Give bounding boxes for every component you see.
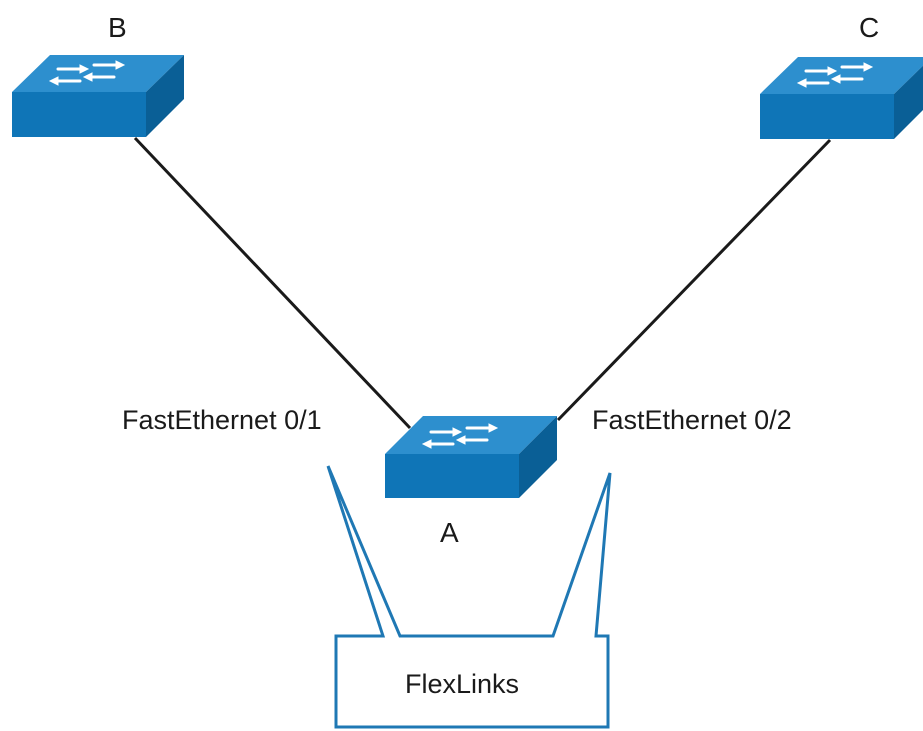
switch-a-icon [385,416,557,498]
flexlinks-label: FlexLinks [405,669,520,699]
link-c-a [556,138,832,422]
link-b-a [133,136,412,430]
switch-a-label: A [440,517,459,548]
switch-b-icon [12,55,184,137]
switch-c-icon [760,57,923,139]
switch-c-label: C [859,12,880,43]
port-label-fa0-1: FastEthernet 0/1 [122,405,322,435]
port-label-fa0-2: FastEthernet 0/2 [592,405,792,435]
switch-b-label: B [108,12,127,43]
flexlinks-callout-shape [326,465,612,729]
